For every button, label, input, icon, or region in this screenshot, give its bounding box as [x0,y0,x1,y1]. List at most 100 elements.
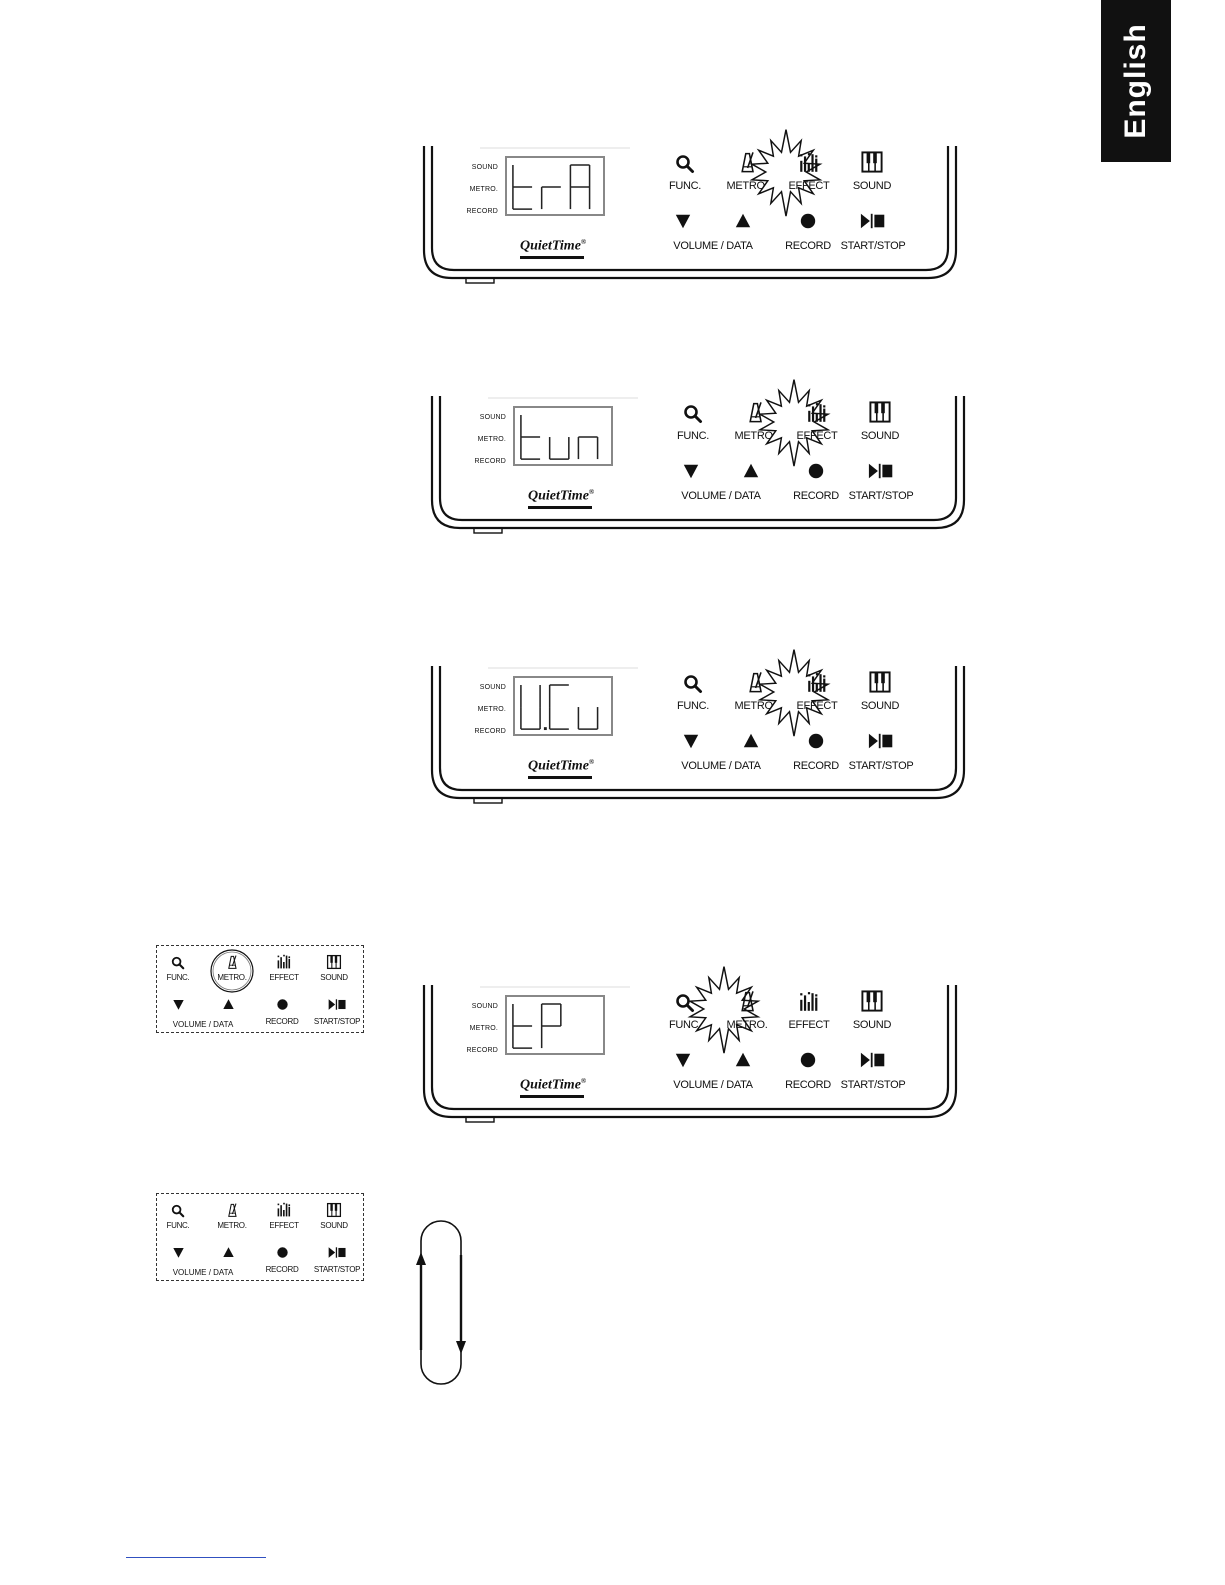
brand-logo: QuietTime® [528,758,595,774]
volume-down-button[interactable] [656,732,726,756]
piano-keys-icon [837,989,907,1013]
play-stop-icon [844,462,918,480]
indicator-record: RECORD [474,728,506,735]
triangle-up-icon [716,732,786,750]
volume-up-button[interactable] [716,732,786,756]
volume-data-label: VOLUME / DATA [673,1079,753,1091]
start-stop-button[interactable]: START/STOP [836,1051,910,1091]
mini-sound-button[interactable]: SOUND [309,954,359,982]
play-stop-icon [844,732,918,750]
sound-button[interactable]: SOUND [845,670,915,712]
search-icon [153,1204,203,1218]
piano-keys-icon [845,400,915,424]
mini-metro-button[interactable]: METRO. [207,949,257,993]
volume-up-button[interactable] [708,212,778,236]
reference-panel-2: FUNC. METRO. EFFECT SOUND VOLUME / DATA … [156,1193,364,1281]
brand-logo: QuietTime® [520,238,587,254]
effect-button[interactable]: EFFECT [774,991,844,1031]
triangle-down-icon [153,998,203,1011]
mini-func-button[interactable]: FUNC. [153,1204,203,1230]
triangle-down-icon [153,1246,203,1259]
mini-sound-button[interactable]: SOUND [309,1202,359,1230]
record-dot-icon [773,1051,843,1069]
metro-button[interactable]: METRO. [720,670,790,712]
indicator-metro: METRO. [477,706,506,713]
metro-button[interactable]: METRO. [712,150,782,192]
lcd-display [513,406,613,466]
func-button[interactable]: FUNC. [658,404,728,442]
mini-volume-up-button[interactable] [203,1246,253,1262]
volume-up-button[interactable] [716,462,786,486]
volume-data-label: VOLUME / DATA [681,760,761,772]
volume-down-button[interactable] [648,212,718,236]
metronome-icon [712,150,782,174]
volume-data-label: VOLUME / DATA [673,240,753,252]
metronome-icon [207,954,257,970]
search-icon [658,404,728,424]
record-dot-icon [257,998,307,1011]
brand-logo: QuietTime® [520,1077,587,1093]
effect-button[interactable]: EFFECT [757,379,852,467]
volume-up-button[interactable] [708,1051,778,1075]
metronome-icon [720,670,790,694]
metro-button[interactable]: METRO. [687,966,782,1054]
record-button[interactable]: RECORD [773,212,843,252]
piano-keys-icon [309,954,359,970]
mini-volume-data-label: VOLUME / DATA [172,1020,234,1029]
mini-volume-up-button[interactable] [203,998,253,1014]
record-button[interactable]: RECORD [773,1051,843,1091]
effect-bars-icon [259,954,309,970]
record-button[interactable]: RECORD [781,732,851,772]
control-panel-3: SOUND METRO. RECORD QuietTime® FUNC. MET… [428,649,968,804]
record-button[interactable]: RECORD [781,462,851,502]
effect-bars-icon [774,991,844,1013]
reference-panel-1: FUNC. METRO. EFFECT SOUND VOLUME / DATA … [156,945,364,1033]
mini-effect-button[interactable]: EFFECT [259,1202,309,1230]
indicator-record: RECORD [466,208,498,215]
sound-button[interactable]: SOUND [837,150,907,192]
mini-metro-button[interactable]: METRO. [207,1202,257,1230]
sound-button[interactable]: SOUND [845,400,915,442]
lcd-display [505,995,605,1055]
indicator-record: RECORD [474,458,506,465]
indicator-sound: SOUND [479,414,506,421]
start-stop-button[interactable]: START/STOP [836,212,910,252]
func-button[interactable]: FUNC. [658,674,728,712]
mini-volume-down-button[interactable] [153,998,203,1014]
triangle-down-icon [648,1051,718,1069]
record-dot-icon [781,732,851,750]
volume-down-button[interactable] [656,462,726,486]
mini-start-stop-button[interactable]: START/STOP [309,998,365,1026]
effect-button[interactable]: EFFECT [749,129,844,217]
indicator-metro: METRO. [469,1025,498,1032]
metronome-icon [207,1202,257,1218]
panel-frame [422,985,958,1123]
language-tab: English [1101,0,1171,162]
sound-button[interactable]: SOUND [837,989,907,1031]
mini-volume-data-label: VOLUME / DATA [172,1268,234,1277]
mini-record-button[interactable]: RECORD [257,998,307,1026]
effect-bars-icon [782,672,852,694]
lcd-display [513,676,613,736]
piano-keys-icon [837,150,907,174]
triangle-up-icon [203,998,253,1011]
start-stop-button[interactable]: START/STOP [844,732,918,772]
triangle-down-icon [656,732,726,750]
triangle-up-icon [716,462,786,480]
effect-bars-icon [782,402,852,424]
panel-frame [430,396,966,534]
start-stop-button[interactable]: START/STOP [844,462,918,502]
func-button[interactable]: FUNC. [650,154,720,192]
mini-start-stop-button[interactable]: START/STOP [309,1246,365,1274]
triangle-up-icon [203,1246,253,1259]
mini-record-button[interactable]: RECORD [257,1246,307,1274]
play-stop-icon [309,998,365,1011]
mini-volume-down-button[interactable] [153,1246,203,1262]
volume-down-button[interactable] [648,1051,718,1075]
metro-button[interactable]: METRO. [720,400,790,442]
record-dot-icon [781,462,851,480]
mini-func-button[interactable]: FUNC. [153,956,203,982]
effect-button[interactable]: EFFECT [757,649,852,737]
cycle-loop-arrow [416,1220,466,1385]
mini-effect-button[interactable]: EFFECT [259,954,309,982]
